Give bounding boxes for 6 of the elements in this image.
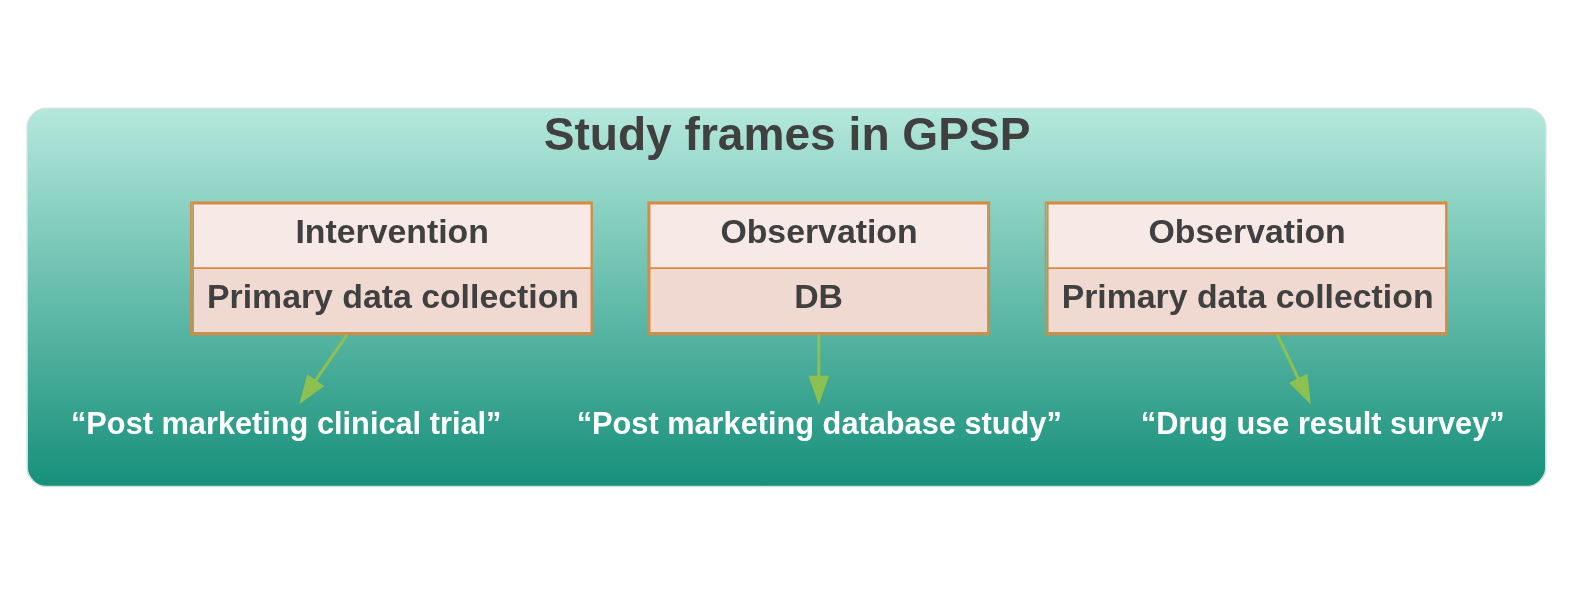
node-text: “Drug use result survey” [1140,405,1505,441]
arrow [299,333,349,404]
node-text: “Post marketing database study” [576,405,1062,441]
arrow [1275,333,1311,405]
node-text: “Post marketing clinical trial” [71,405,502,441]
arrow [808,334,829,405]
